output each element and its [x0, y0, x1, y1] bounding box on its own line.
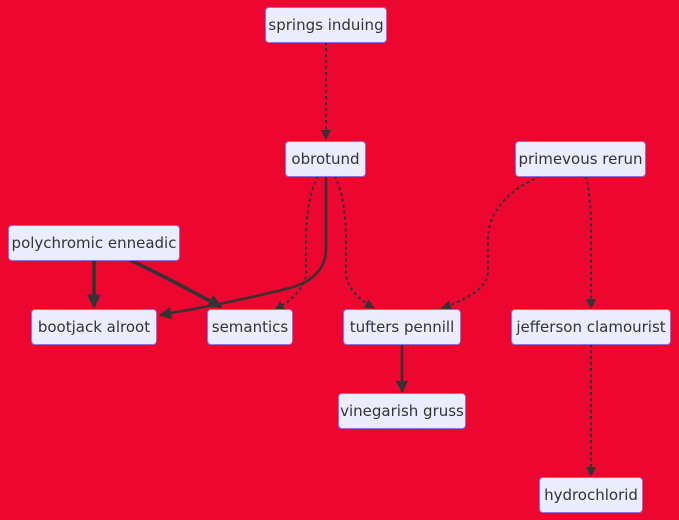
- node-primevous-rerun[interactable]: primevous rerun: [515, 141, 646, 177]
- edge-primevous-rerun-to-tufters-pennill: [441, 175, 541, 310]
- node-hydrochlorid[interactable]: hydrochlorid: [539, 477, 643, 513]
- node-bootjack-alroot[interactable]: bootjack alroot: [31, 309, 157, 345]
- node-tufters-pennill[interactable]: tufters pennill: [343, 309, 461, 345]
- node-obrotund[interactable]: obrotund: [285, 141, 366, 177]
- edge-obrotund-to-bootjack-alroot: [158, 176, 328, 320]
- node-vinegarish-gruss[interactable]: vinegarish gruss: [338, 393, 466, 429]
- node-jefferson-clamourist[interactable]: jefferson clamourist: [511, 309, 671, 345]
- edge-primevous-rerun-to-jefferson-clamourist: [585, 175, 596, 309]
- edge-obrotund-to-tufters-pennill: [334, 175, 375, 309]
- node-semantics[interactable]: semantics: [207, 309, 293, 345]
- edge-obrotund-to-semantics: [274, 175, 319, 311]
- node-springs-induing[interactable]: springs induing: [265, 7, 387, 43]
- edge-polychromic-enneadic-to-semantics: [129, 258, 223, 309]
- node-polychromic-enneadic[interactable]: polychromic enneadic: [8, 225, 180, 261]
